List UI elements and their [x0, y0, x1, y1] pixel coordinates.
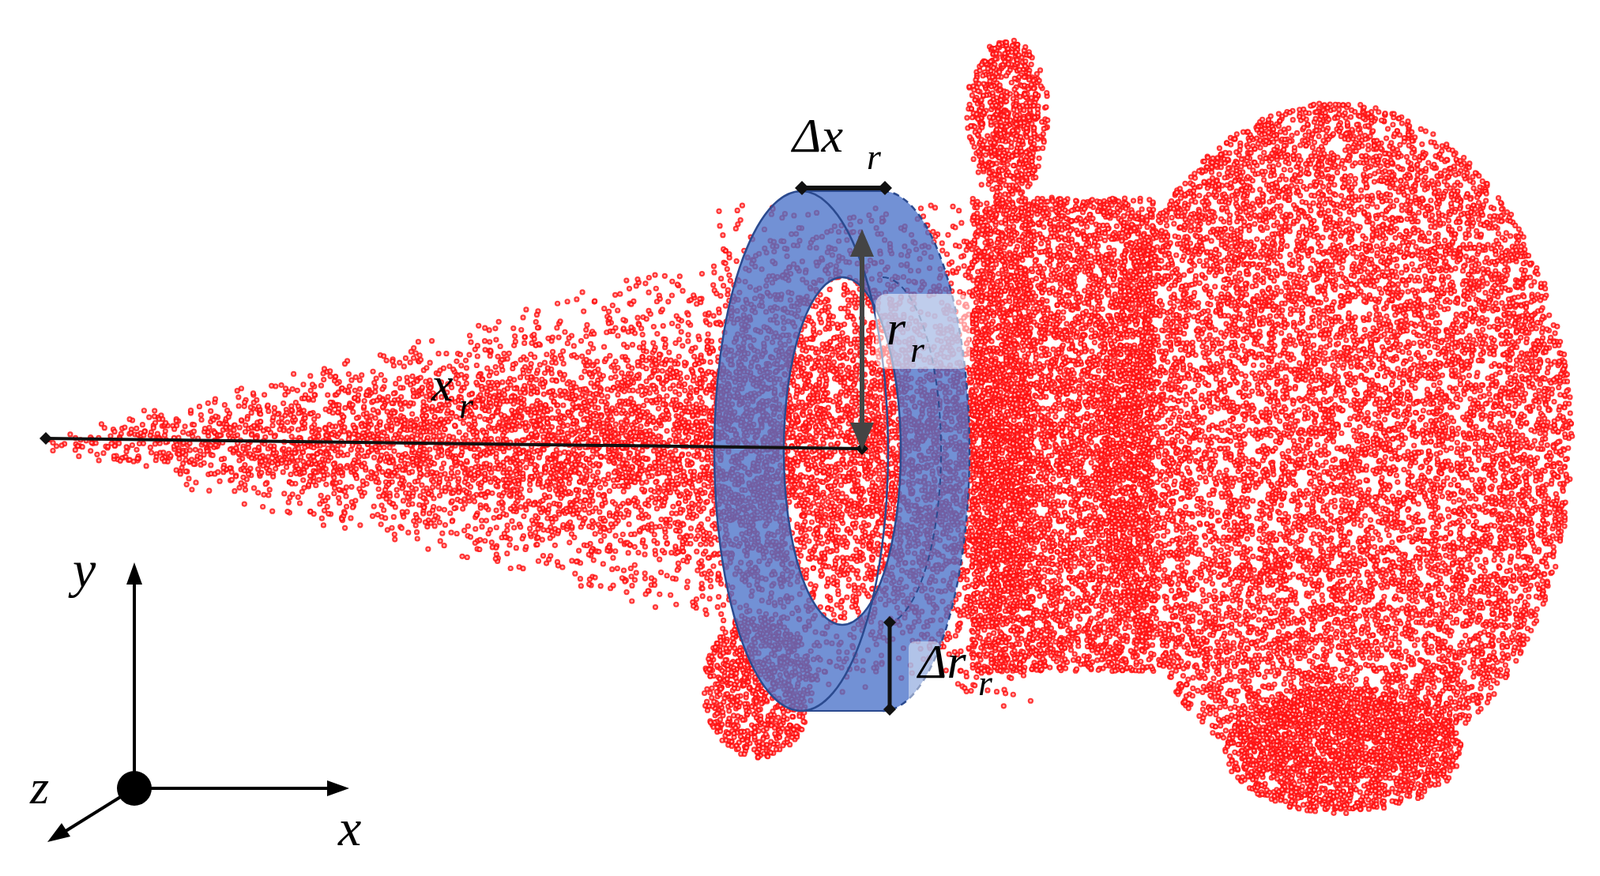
- dimension-end: [39, 432, 53, 445]
- ring-back-edge: [882, 191, 970, 712]
- subscript: r: [459, 387, 474, 425]
- arrow-head: [47, 823, 71, 843]
- subscript: r: [866, 139, 881, 176]
- dimension-end: [883, 616, 896, 629]
- dimension-end: [877, 180, 893, 196]
- arrow-head: [850, 229, 874, 257]
- arrow-head: [327, 780, 350, 797]
- x-axis: [134, 786, 331, 791]
- axis-label: y: [72, 543, 96, 596]
- dimension-line: [45, 438, 863, 449]
- ring-band-bottom: [801, 710, 883, 712]
- ring-band-top: [801, 190, 883, 192]
- dimension-line: [888, 622, 893, 710]
- arrow-head: [850, 422, 874, 451]
- dimension-end: [883, 703, 896, 716]
- subscript: r: [910, 331, 925, 369]
- dimension-label: r: [886, 303, 906, 353]
- dimension-line: [801, 185, 885, 191]
- axis-label: x: [338, 801, 362, 855]
- dimension-label: Δx: [792, 110, 844, 160]
- y-axis: [132, 580, 136, 789]
- dimension-label: x: [431, 359, 454, 409]
- axis-origin: [116, 771, 152, 806]
- arrow-head: [126, 562, 143, 585]
- radius-arrow: [859, 254, 865, 427]
- dimension-label: Δr: [918, 636, 967, 686]
- label-patch: [875, 293, 971, 369]
- dimension-end: [794, 180, 810, 196]
- axis-label: z: [30, 762, 49, 812]
- sampling-ring: [714, 191, 970, 712]
- ring-front-edge: [714, 191, 889, 712]
- subscript: r: [978, 665, 993, 702]
